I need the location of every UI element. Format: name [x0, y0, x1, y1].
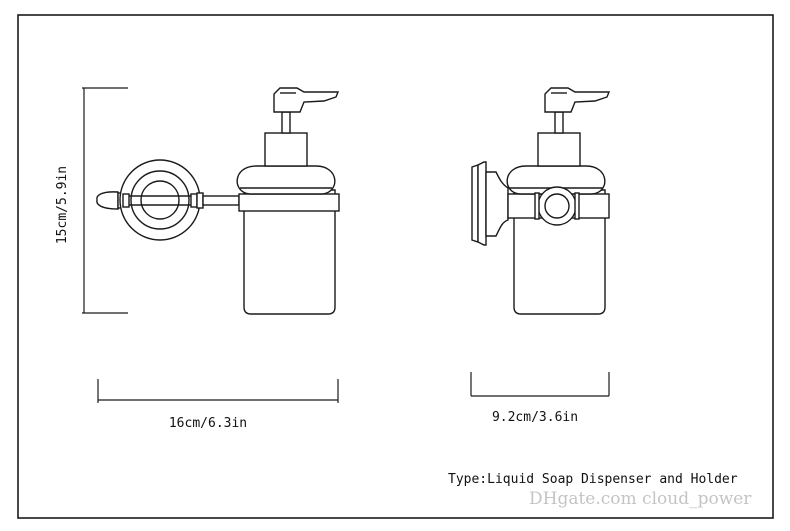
side-width-label: 9.2cm/3.6in [492, 410, 578, 425]
band-ring-inner [544, 193, 570, 219]
bar-collar-end [196, 192, 204, 209]
drawing-frame [17, 14, 774, 519]
front-view [96, 87, 340, 315]
mount-stem [485, 171, 509, 237]
dispenser-glass [243, 189, 336, 315]
holder-band [238, 193, 340, 212]
holder-arm [202, 195, 240, 206]
side-width-dimension: 9.2cm/3.6in [470, 372, 610, 425]
dispenser-neck [264, 132, 308, 167]
product-type-caption: Type:Liquid Soap Dispenser and Holder [448, 472, 738, 487]
front-width-label: 16cm/6.3in [169, 416, 247, 431]
wall-plate-front [477, 161, 487, 246]
pump-stem [281, 111, 291, 134]
wall-plate [471, 164, 479, 243]
ring-mid [130, 170, 190, 230]
height-dimension: 15cm/5.9in [55, 87, 128, 314]
dispenser-neck-side [537, 132, 581, 167]
height-label: 15cm/5.9in [55, 166, 70, 244]
finial-knob [96, 191, 119, 210]
side-view [471, 87, 611, 315]
band-ring-collar-right [574, 192, 580, 220]
bar-collar-left [122, 193, 130, 208]
dispenser-glass-side [513, 189, 606, 315]
bar-collar-right [190, 193, 198, 208]
dispenser-cap-side [506, 165, 606, 195]
dispenser-cap [236, 165, 336, 195]
pump-stem-side [554, 111, 564, 134]
pump-head-side [544, 87, 611, 113]
pump-head [273, 87, 340, 113]
front-width-dimension: 16cm/6.3in [97, 379, 339, 431]
watermark-text: DHgate.com cloud_power [529, 489, 752, 509]
band-ring-outer [537, 186, 577, 226]
band-ring-collar-left [534, 192, 540, 220]
ring-outer [119, 159, 201, 241]
ring-inner [140, 180, 180, 220]
